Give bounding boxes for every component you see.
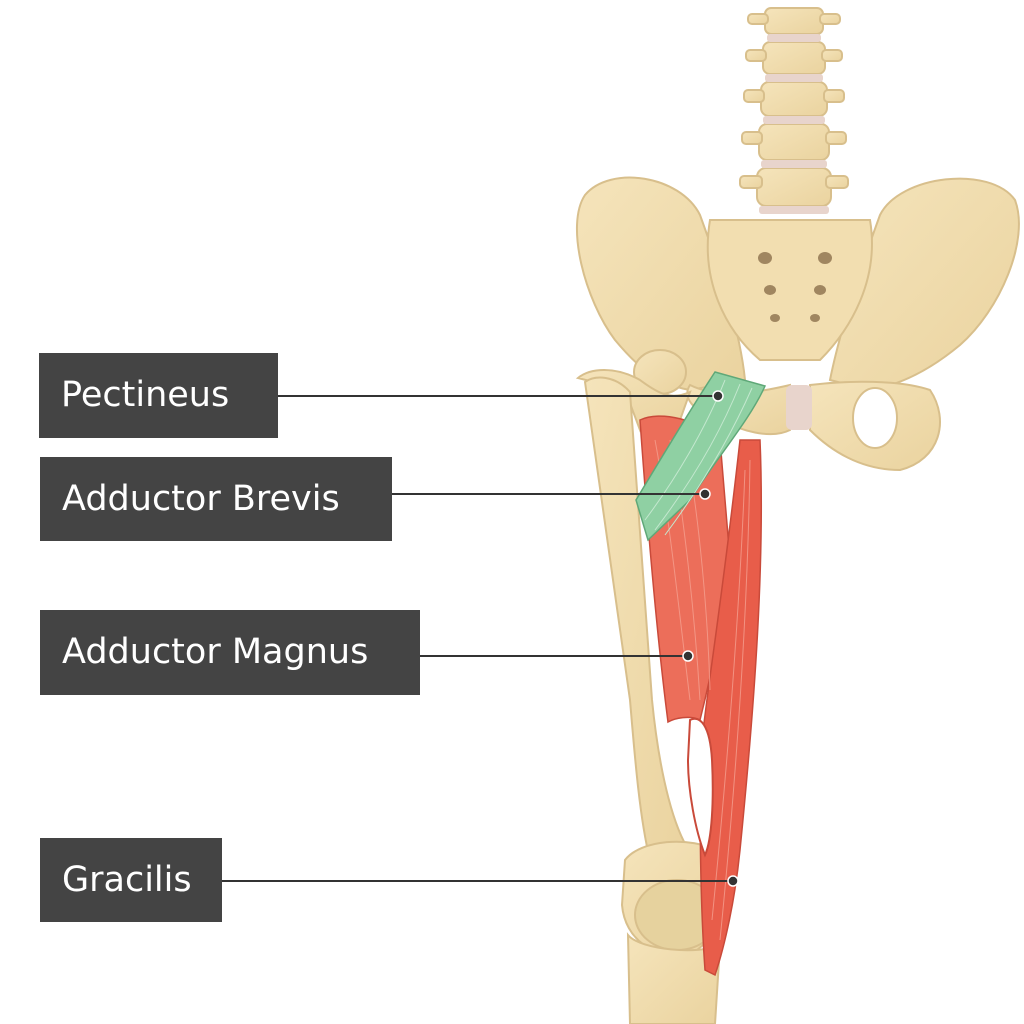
pelvis xyxy=(576,176,1020,472)
obturator-foramen xyxy=(852,387,898,449)
leader-lines xyxy=(222,390,739,887)
sacral-foramina xyxy=(758,252,832,322)
pointer-dot-pectineus xyxy=(712,390,724,402)
label-adductor-magnus: Adductor Magnus xyxy=(40,610,420,695)
pointer-dot-gracilis xyxy=(727,875,739,887)
pectineus-muscle xyxy=(635,371,767,542)
label-gracilis: Gracilis xyxy=(40,838,222,922)
label-adductor-brevis: Adductor Brevis xyxy=(40,457,392,541)
pubic-symphysis xyxy=(786,385,812,430)
label-adductor-magnus-text: Adductor Magnus xyxy=(62,632,369,672)
pointer-dot-adductor-brevis xyxy=(699,488,711,500)
pointer-dot-adductor-magnus xyxy=(682,650,694,662)
label-adductor-brevis-text: Adductor Brevis xyxy=(62,478,340,519)
label-pectineus: Pectineus xyxy=(39,353,278,438)
label-gracilis-text: Gracilis xyxy=(62,859,192,900)
intervertebral-discs xyxy=(759,34,829,214)
label-pectineus-text: Pectineus xyxy=(61,375,230,415)
